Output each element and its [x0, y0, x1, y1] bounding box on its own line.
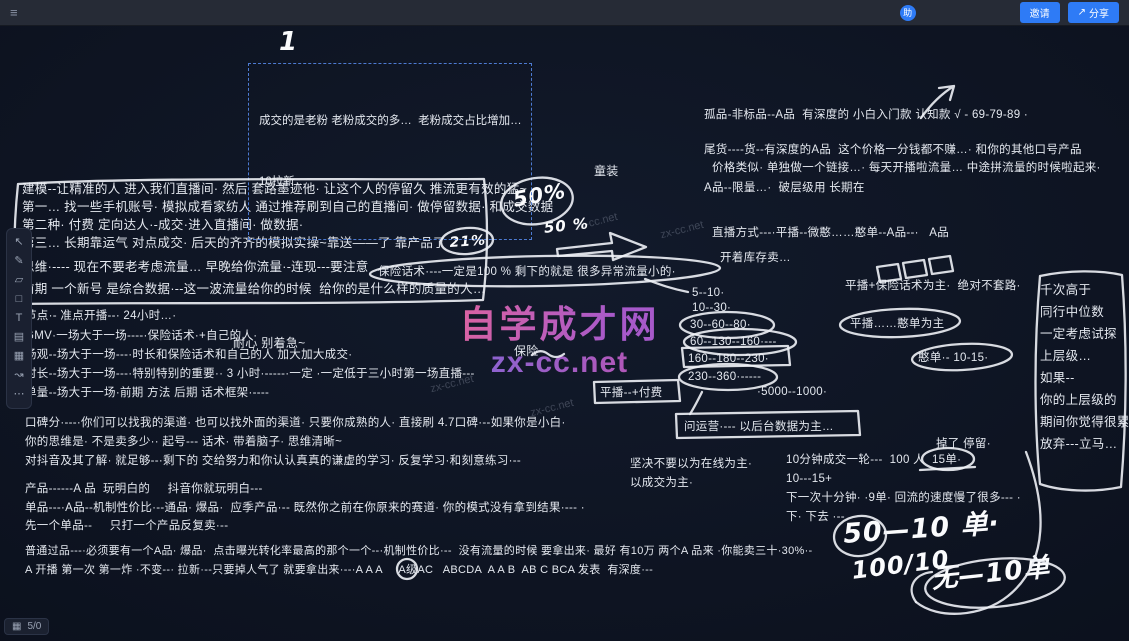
eraser-tool-icon[interactable]: ▱: [14, 274, 24, 286]
canvas-text[interactable]: 160--180--230·: [688, 353, 769, 365]
text-tool-icon[interactable]: T: [15, 312, 23, 324]
canvas-text[interactable]: 节点·- 准点开播--· 24小时…·: [25, 310, 177, 322]
canvas-text[interactable]: 一定考虑试探: [1040, 327, 1117, 341]
watermark-title: 自学成才网: [452, 294, 667, 348]
canvas-text[interactable]: 开着库存卖…: [720, 252, 791, 264]
canvas-text[interactable]: ·5000--1000·: [757, 386, 828, 398]
connector-tool-icon[interactable]: ↝: [14, 369, 24, 381]
topbar-right: 助 邀请 ↗ 分享: [899, 2, 1119, 23]
pen-tool-icon[interactable]: ✎: [14, 255, 24, 267]
canvas-text[interactable]: 单品---·A品--机制性价比·--通品· 爆品· 应季产品·-- 既然你之前在…: [25, 502, 585, 514]
canvas-text[interactable]: 保险话术·---一定是100 % 剩下的就是 很多异常流量小的·: [378, 266, 676, 278]
canvas-text[interactable]: 先一个单品-- 只打一个产品反复卖·--: [25, 520, 229, 532]
canvas-text[interactable]: 单量--场大于一场·前期 方法 后期 话术框架·----: [25, 387, 270, 399]
canvas-text[interactable]: 平播--+付费: [600, 387, 663, 399]
canvas-text[interactable]: A 开播 第一次 第一炸 ·不变--· 拉新·--只要掉人气了 就要拿出来·--…: [25, 564, 654, 576]
canvas-text[interactable]: 对抖音及其了解· 就足够--·剩下的 交给努力和你认认真真的谦虚的学习· 反复学…: [25, 455, 522, 467]
note-line: 10拉新…: [259, 175, 307, 188]
site-watermark: 自学成才网 zx-cc.net: [452, 294, 667, 380]
canvas-text[interactable]: 千次高于: [1040, 283, 1092, 297]
more-tools-icon[interactable]: ⋯: [13, 388, 25, 400]
watermark-site: zx-cc.net: [452, 346, 667, 380]
canvas-text[interactable]: 憨单·- 10-15·: [918, 352, 989, 364]
canvas-text[interactable]: 耐心 别着急~: [233, 336, 306, 350]
drawing-toolbar: ↖ ✎ ▱ □ T ▤ ▦ ↝ ⋯: [6, 228, 32, 409]
canvas-text[interactable]: 价格类似· 单独做一个链接…· 每天开播啦流量… 中途拼流量的时候啦起来·: [712, 162, 1101, 174]
canvas-text[interactable]: 时长--场大于一场---·特别特别的重要·· 3 小时·-----·一定 ·一定…: [25, 368, 475, 380]
invite-button-label: 邀请: [1029, 9, 1050, 20]
note-line: 成交的是老粉 老粉成交的多… 老粉成交占比增加…: [259, 115, 522, 128]
select-tool-icon[interactable]: ↖: [14, 236, 24, 248]
canvas-text[interactable]: 直播方式---·平播--微憨……憨单--A品--· A品: [712, 227, 950, 239]
canvas-text[interactable]: 产品------A 品 玩明白的 抖音你就玩明白---: [25, 483, 263, 495]
page-indicator: 5/0: [27, 621, 42, 632]
canvas-text[interactable]: A品--限量…· 破层级用 长期在: [704, 182, 865, 194]
canvas-text[interactable]: 尾货----货--有深度的A品 这个价格一分钱都不赚…· 和你的其他口号产品: [704, 144, 1082, 156]
canvas-text[interactable]: 前期 一个新号 是综合数据·--这一波流量给你的时候 给你的是什么样的质量的人…: [22, 282, 486, 296]
canvas-text[interactable]: 上层级…: [1040, 349, 1092, 363]
canvas-text[interactable]: 10---15+: [786, 473, 833, 485]
invite-button[interactable]: 邀请: [1019, 2, 1060, 23]
canvas-text[interactable]: 普通过品---·必须要有一个A品· 爆品· 点击曝光转化率最高的那个一个--·机…: [25, 545, 813, 557]
image-tool-icon[interactable]: ▦: [13, 350, 25, 362]
canvas-text[interactable]: 10--30·: [692, 302, 732, 314]
share-button-label: 分享: [1089, 9, 1109, 20]
canvas-ink-text[interactable]: 50—10 单·: [842, 508, 1001, 550]
pages-icon[interactable]: ▦: [12, 621, 22, 632]
page-controls: ▦ 5/0: [4, 618, 50, 635]
canvas-text[interactable]: 平播……憨单为主: [850, 318, 945, 330]
canvas-text[interactable]: 230--360·-----: [688, 371, 762, 383]
topbar-left: ≡: [10, 4, 18, 22]
canvas-text[interactable]: 以成交为主·: [630, 477, 694, 489]
canvas-text[interactable]: 坚决不要以为在线为主·: [630, 458, 753, 470]
canvas-text[interactable]: 10分钟成交一轮--- 100 人 15单·: [786, 454, 962, 466]
canvas-text[interactable]: 场观--场大于一场---·时长和保险话术和自己的人 加大加大成交·: [25, 349, 353, 361]
canvas-text[interactable]: 如果--: [1040, 371, 1075, 385]
canvas-text[interactable]: 口碑分·---·你们可以找我的渠道· 也可以找外面的渠道· 只要你成熟的人· 直…: [25, 417, 566, 429]
shape-tool-icon[interactable]: □: [15, 293, 23, 305]
canvas-text[interactable]: 你的思维是· 不是卖多少·· 起号--- 话术· 带着脑子· 思维清晰~: [25, 436, 343, 448]
share-button[interactable]: ↗ 分享: [1067, 2, 1119, 23]
canvas-ink-text[interactable]: 50 %: [543, 214, 590, 237]
canvas-text[interactable]: 5--10·: [692, 287, 725, 299]
canvas-text[interactable]: 掉了 停留·: [936, 438, 991, 450]
canvas-text[interactable]: 童装: [594, 164, 619, 178]
canvas-text[interactable]: GMV·一场大于一场----·保险话术·+自己的人·: [25, 330, 258, 342]
canvas-text[interactable]: 60--130--160·---: [690, 336, 777, 348]
canvas-text[interactable]: 下一次十分钟· ·9单· 回流的速度慢了很多--- ·: [786, 492, 1021, 504]
canvas-text[interactable]: 平播+保险话术为主· 绝对不套路·: [845, 280, 1021, 292]
canvas-ink-text[interactable]: 1: [279, 27, 299, 57]
selected-text-object[interactable]: 成交的是老粉 老粉成交的多… 老粉成交占比增加… 10拉新…: [248, 63, 532, 240]
menu-icon[interactable]: ≡: [10, 4, 18, 20]
canvas-text[interactable]: 放弃---立马…: [1040, 437, 1118, 451]
canvas-text[interactable]: 同行中位数: [1040, 305, 1105, 319]
topbar: ≡ 助 邀请 ↗ 分享: [0, 0, 1129, 26]
share-icon: ↗: [1077, 7, 1086, 18]
canvas-text[interactable]: 你的上层级的: [1040, 393, 1117, 407]
canvas-text[interactable]: 30--60--80·: [690, 319, 751, 331]
canvas-text[interactable]: 下· 下去 ·--: [786, 511, 845, 523]
canvas-text[interactable]: 问运营·--- 以后台数据为主…: [684, 421, 834, 433]
canvas-text[interactable]: 期间你觉得很累: [1040, 415, 1129, 429]
canvas-text[interactable]: 思维·---- 现在不要老考虑流量… 早晚给你流量·-连现---要注意: [22, 260, 369, 274]
canvas-text[interactable]: 孤品-非标品--A品 有深度的 小白入门款 认知款 √ - 69-79-89 ·: [704, 109, 1029, 121]
user-avatar[interactable]: 助: [899, 4, 916, 21]
sticky-note-tool-icon[interactable]: ▤: [13, 331, 25, 343]
